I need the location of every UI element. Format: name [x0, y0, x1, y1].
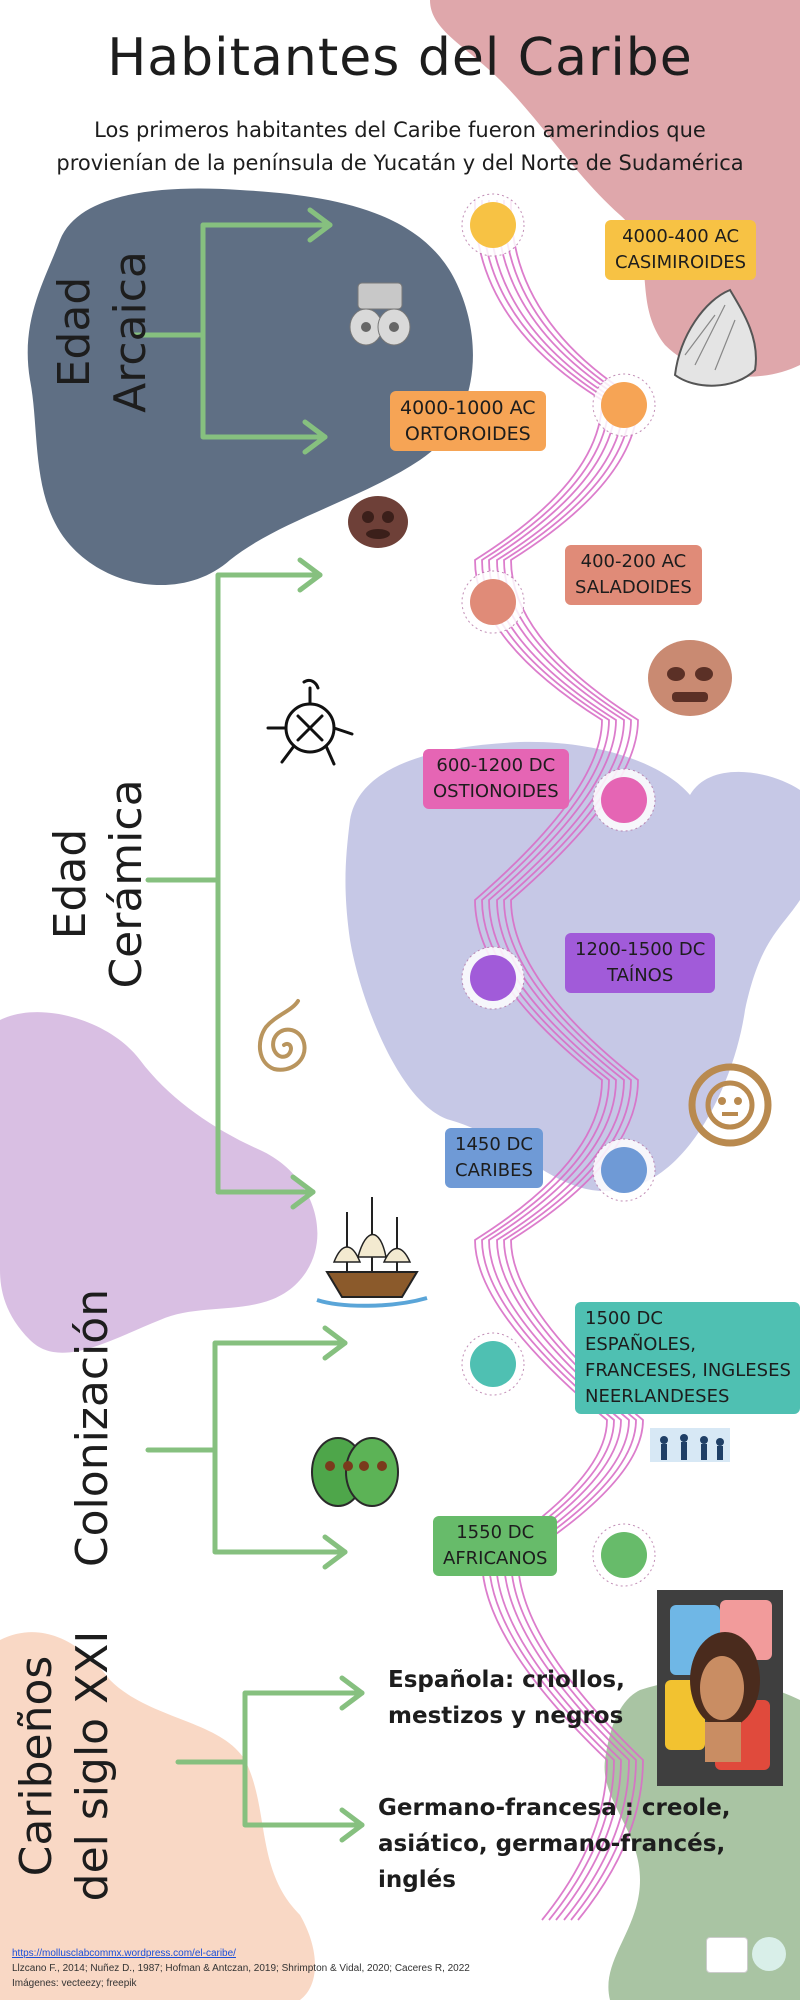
stone-idol-image — [349, 282, 411, 346]
colonizacion-arrows — [145, 1325, 348, 1570]
timeline-node — [601, 1147, 647, 1193]
source-link[interactable]: https://mollusclabcommx.wordpress.com/el… — [12, 1948, 236, 1959]
tag-europeos-date: 1500 DC — [585, 1308, 663, 1329]
era-colonizacion-line-1: Colonización — [67, 1288, 118, 1568]
tag-ortoroides-name: ORTOROIDES — [404, 423, 531, 445]
tag-saladoides-name: SALADOIDES — [575, 577, 692, 598]
sun-symbol-image — [688, 1063, 772, 1147]
tag-africanos: 1550 DC AFRICANOS — [433, 1516, 558, 1576]
tag-tainos-name: TAÍNOS — [606, 965, 674, 986]
stone-tool-image — [673, 288, 757, 387]
tag-europeos-line-3: NEERLANDESES — [585, 1386, 730, 1407]
timeline-strand — [496, 199, 630, 1921]
clay-face-image — [348, 496, 408, 548]
era-arcaica-line-2: Arcaica — [105, 251, 156, 413]
tag-saladoides: 400-200 AC SALADOIDES — [565, 545, 702, 605]
germano-group-text: Germano-francesa : creole, asiático, ger… — [378, 1790, 731, 1898]
era-label-siglo21: Caribeños del siglo XXI — [9, 1616, 121, 1916]
era-arcaica-line-1: Edad — [49, 276, 100, 388]
tag-caribes: 1450 DC CARIBES — [445, 1128, 543, 1188]
siglo21-arrows — [175, 1675, 365, 1843]
tag-caribes-name: CARIBES — [455, 1160, 533, 1181]
germano-line-3: inglés — [378, 1867, 456, 1893]
ceramic-head-image — [648, 640, 732, 716]
espanola-line-1: Española: criollos, — [388, 1667, 625, 1693]
page-subtitle: Los primeros habitantes del Caribe fuero… — [0, 114, 800, 180]
timeline-lines — [474, 199, 644, 1921]
tag-ostionoides: 600-1200 DC OSTIONOIDES — [423, 749, 569, 809]
timeline-node — [470, 1341, 516, 1387]
subtitle-line-1: Los primeros habitantes del Caribe fuero… — [94, 118, 706, 142]
era-siglo21-line-2: del siglo XXI — [67, 1630, 118, 1902]
arcaica-arrows — [132, 207, 333, 455]
purple-blob — [0, 1012, 318, 1353]
people-silhouettes-image — [650, 1428, 730, 1462]
tag-ostionoides-name: OSTIONOIDES — [433, 781, 559, 802]
timeline-node — [470, 955, 516, 1001]
tag-ostionoides-date: 600-1200 DC — [436, 755, 556, 776]
tag-caribes-date: 1450 DC — [455, 1134, 533, 1155]
era-siglo21-line-1: Caribeños — [11, 1655, 62, 1877]
cfmc-logo — [706, 1937, 748, 1973]
ceramica-arrows — [145, 557, 323, 1210]
spiral-image — [257, 999, 307, 1072]
tag-casimiroides-date: 4000-400 AC — [622, 226, 740, 247]
tag-africanos-name: AFRICANOS — [443, 1548, 548, 1569]
timeline-strand — [510, 199, 644, 1921]
timeline-node — [601, 382, 647, 428]
page-title: Habitantes del Caribe — [107, 28, 693, 88]
references-text: Llzcano F., 2014; Nuñez D., 1987; Hofman… — [12, 1963, 470, 1974]
era-ceramica-line-2: Cerámica — [101, 779, 152, 989]
tag-africanos-date: 1550 DC — [456, 1522, 535, 1543]
petroglyph-image — [266, 678, 354, 766]
masks-image — [311, 1437, 399, 1507]
tag-tainos: 1200-1500 DC TAÍNOS — [565, 933, 716, 993]
espanola-group-text: Española: criollos, mestizos y negros — [388, 1662, 625, 1734]
subtitle-line-2: provienían de la península de Yucatán y … — [56, 151, 744, 175]
portrait-illustration-image — [657, 1590, 783, 1786]
tag-europeos-line-2: FRANCESES, INGLESES — [585, 1360, 791, 1381]
tag-casimiroides: 4000-400 AC CASIMIROIDES — [605, 220, 757, 280]
germano-line-1: Germano-francesa : creole, — [378, 1795, 731, 1821]
timeline-node — [470, 579, 516, 625]
germano-line-2: asiático, germano-francés, — [378, 1831, 726, 1857]
tag-ortoroides-date: 4000-1000 AC — [400, 397, 536, 419]
timeline-node — [601, 777, 647, 823]
era-label-ceramica: Edad Cerámica — [43, 749, 155, 1019]
timeline-strand — [481, 199, 615, 1921]
espanola-line-2: mestizos y negros — [388, 1703, 624, 1729]
era-ceramica-line-1: Edad — [45, 828, 96, 940]
timeline-strand — [474, 199, 608, 1921]
timeline-strand — [488, 199, 622, 1921]
era-label-colonizacion: Colonización — [65, 1278, 121, 1578]
peach-blob — [0, 1632, 315, 2000]
tag-saladoides-date: 400-200 AC — [580, 551, 687, 572]
tag-casimiroides-name: CASIMIROIDES — [615, 252, 747, 273]
tag-europeos: 1500 DC ESPAÑOLES, FRANCESES, INGLESES N… — [575, 1302, 800, 1414]
tag-ortoroides: 4000-1000 AC ORTOROIDES — [390, 391, 546, 451]
pink-blob — [430, 0, 800, 377]
timeline-strand — [503, 199, 637, 1921]
tag-tainos-date: 1200-1500 DC — [575, 939, 706, 960]
image-credits-text: Imágenes: vecteezy; freepik — [12, 1978, 137, 1989]
timeline-node — [601, 1532, 647, 1578]
institution-logo — [752, 1937, 786, 1971]
era-label-arcaica: Edad Arcaica — [47, 212, 159, 452]
timeline-node — [470, 202, 516, 248]
tag-europeos-line-1: ESPAÑOLES, — [585, 1334, 696, 1355]
ship-image — [316, 1197, 428, 1308]
